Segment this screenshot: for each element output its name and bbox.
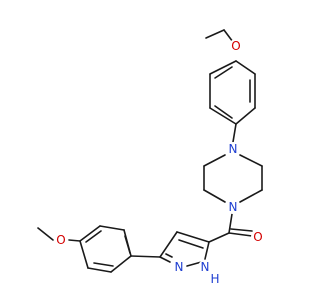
bond xyxy=(235,107,256,125)
bond xyxy=(159,231,178,258)
bond xyxy=(228,232,253,237)
atom-label-o-left: O xyxy=(56,233,65,247)
atom-background xyxy=(209,273,221,285)
atom-label-o-carbonyl: O xyxy=(253,230,262,244)
bond xyxy=(85,230,102,243)
oxygen-atom-carbonyl: O xyxy=(251,230,265,244)
atom-label-n-piperazine-top: N xyxy=(229,142,238,156)
bond xyxy=(79,225,101,242)
atom-label-nh-pyrazole: N xyxy=(201,260,210,274)
bond xyxy=(203,154,226,167)
nitrogen-atom-piperazine-bottom: N xyxy=(226,200,240,214)
atom-background xyxy=(172,260,186,274)
oxygen-atom-top: O xyxy=(229,39,243,53)
bond xyxy=(230,228,253,232)
bond xyxy=(110,255,132,273)
bond xyxy=(37,227,54,241)
bond xyxy=(239,154,263,167)
bond xyxy=(87,267,112,273)
bond xyxy=(214,105,233,119)
bond xyxy=(235,60,256,75)
atom-label-n-pyrazole: N xyxy=(175,260,184,274)
bond xyxy=(209,107,237,125)
molecule-structure: O N N O O N N H xyxy=(37,29,265,286)
bond xyxy=(68,239,81,242)
bond xyxy=(124,235,131,254)
atom-label-n-piperazine-bottom: N xyxy=(229,200,238,214)
bond xyxy=(232,123,237,143)
bond xyxy=(165,253,173,258)
bond xyxy=(209,60,237,75)
bond xyxy=(208,232,230,243)
bond xyxy=(204,241,210,260)
atom-background xyxy=(198,260,212,274)
bond xyxy=(239,189,263,203)
nitrogen-atom-piperazine-top: N xyxy=(226,142,240,156)
bond xyxy=(178,239,204,249)
bond xyxy=(130,255,161,258)
bond xyxy=(176,231,210,243)
bond xyxy=(205,29,225,39)
atom-layer: O N N O O N N H xyxy=(54,39,265,286)
atom-background xyxy=(54,233,68,247)
bond xyxy=(203,189,226,203)
bond xyxy=(79,240,89,269)
bond xyxy=(159,256,171,263)
hydrogen-atom-pyrazole: H xyxy=(209,272,221,286)
nitrogen-atom-pyrazole: N xyxy=(172,260,186,274)
atom-background xyxy=(226,200,240,214)
bond xyxy=(228,213,233,234)
oxygen-atom-left: O xyxy=(54,233,68,247)
bond xyxy=(99,225,125,231)
atom-background xyxy=(226,142,240,156)
nitrogen-atom-pyrazole-nh: N xyxy=(198,260,212,274)
atom-background xyxy=(229,39,243,53)
atom-label-h-pyrazole: H xyxy=(210,272,219,286)
bond xyxy=(93,262,114,267)
atom-background xyxy=(251,230,265,244)
bond-layer xyxy=(37,29,263,273)
bond xyxy=(214,66,233,79)
atom-label-o-top: O xyxy=(231,39,240,53)
